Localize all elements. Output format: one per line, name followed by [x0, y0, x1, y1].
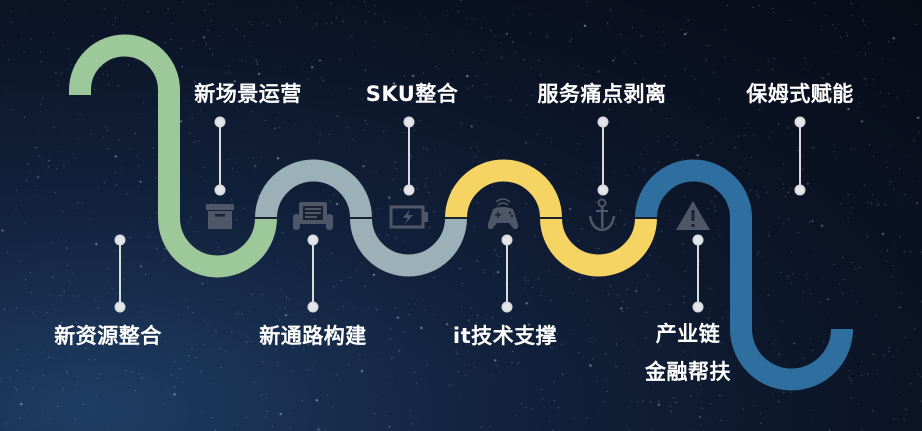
milestone-label: 新通路构建 — [259, 324, 367, 348]
road-segment-blue — [635, 159, 853, 391]
archive-box-icon — [206, 204, 234, 229]
pin-bottom — [114, 234, 126, 313]
pin-bottom — [501, 234, 513, 313]
milestone-label: 新场景运营 — [194, 82, 302, 106]
road-segment-green — [69, 34, 277, 278]
battery-charging-icon — [389, 205, 428, 229]
gamepad-icon — [487, 198, 519, 230]
milestone-label-line1: 产业链 — [655, 322, 721, 346]
pin-bottom — [692, 234, 704, 313]
milestone-label: 新资源整合 — [54, 324, 162, 348]
milestone-label: it技术支撑 — [452, 324, 558, 348]
tablet-hands-icon — [293, 202, 333, 230]
milestone-label-line2: 金融帮扶 — [645, 360, 731, 384]
pin-top — [403, 116, 415, 196]
pin-bottom — [307, 234, 319, 313]
milestone-label: 服务痛点剥离 — [537, 82, 667, 106]
milestone-label: SKU整合 — [365, 82, 459, 106]
warning-icon — [676, 201, 710, 230]
pin-top — [794, 116, 806, 196]
milestone-label: 保姆式赋能 — [746, 82, 854, 106]
pin-top — [214, 116, 226, 196]
pin-top — [597, 116, 609, 196]
anchor-icon — [588, 198, 616, 232]
